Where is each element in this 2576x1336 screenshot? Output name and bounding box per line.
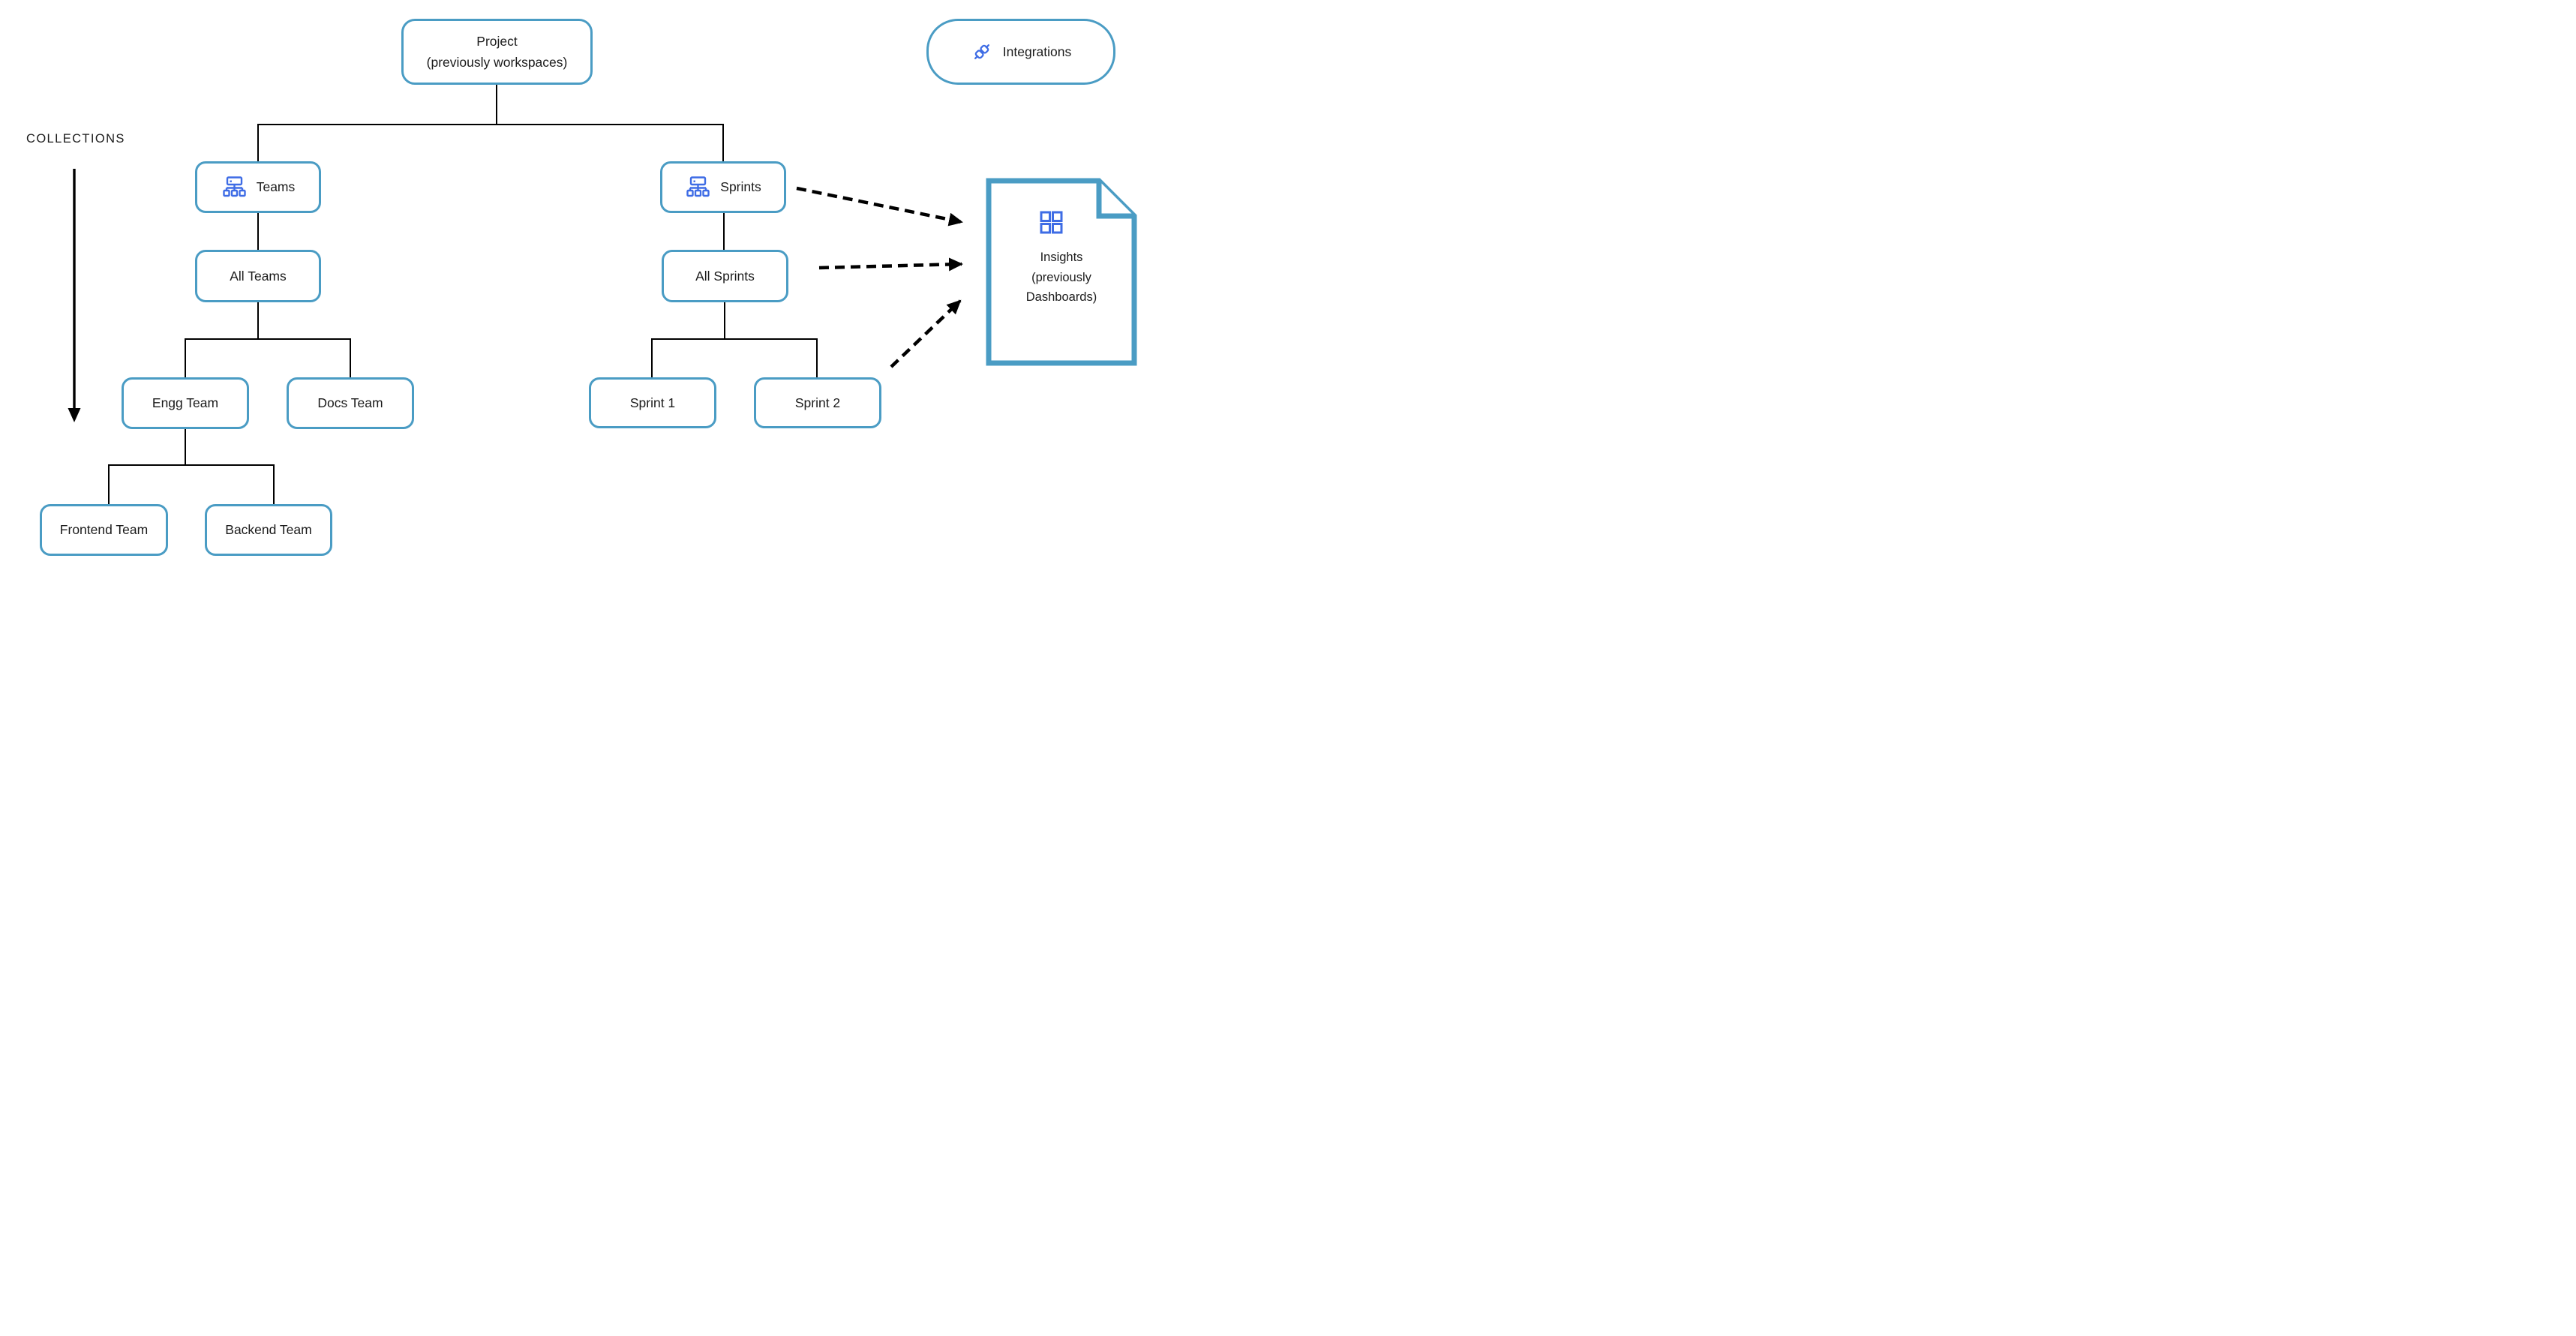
project-label: Project [476,34,518,49]
sprint-2-label: Sprint 2 [794,395,841,410]
sprint-1-label: Sprint 1 [629,395,676,410]
node-sprint-1[interactable]: Sprint 1 [589,377,716,428]
collections-label: COLLECTIONS [26,132,125,146]
node-all-sprints[interactable]: All Sprints [662,250,788,302]
document-fold-shape [986,178,1137,366]
node-sprints[interactable]: Sprints [660,161,786,213]
diagram-canvas: COLLECTIONS Project (previously workspac… [0,0,1155,599]
node-integrations[interactable]: Integrations [926,19,1115,85]
dashboard-grid-icon [1040,211,1063,234]
docs-team-label: Docs Team [317,395,383,410]
dashed-arrow-all-sprints-to-insights [818,257,963,272]
hierarchy-icon [221,176,247,198]
all-teams-label: All Teams [230,268,287,284]
collections-flow-arrow [68,169,81,422]
node-engg-team[interactable]: Engg Team [122,377,249,429]
hierarchy-icon [685,176,710,198]
node-backend-team[interactable]: Backend Team [205,504,332,556]
teams-label: Teams [256,179,296,194]
tree-connectors [68,85,963,504]
node-project[interactable]: Project (previously workspaces) [401,19,593,85]
project-sublabel: (previously workspaces) [426,55,568,70]
frontend-team-label: Frontend Team [59,522,149,537]
plug-connection-icon [971,41,993,63]
integrations-label: Integrations [1002,44,1072,59]
insights-label: Insights [1040,251,1083,264]
node-frontend-team[interactable]: Frontend Team [40,504,168,556]
backend-team-label: Backend Team [225,522,312,537]
insights-sublabel-line2: Dashboards) [1025,290,1097,305]
node-teams[interactable]: Teams [195,161,321,213]
node-sprint-2[interactable]: Sprint 2 [754,377,881,428]
node-all-teams[interactable]: All Teams [195,250,321,302]
node-insights-document[interactable]: Insights (previously Dashboards) [986,178,1137,366]
engg-team-label: Engg Team [152,395,219,410]
insights-sublabel-line1: (previously [1031,270,1091,284]
dashed-arrow-sprints-to-insights [796,186,963,227]
node-docs-team[interactable]: Docs Team [287,377,414,429]
all-sprints-label: All Sprints [695,268,755,284]
dashed-arrow-sprint2-to-insights [890,299,962,368]
sprints-label: Sprints [720,179,761,194]
